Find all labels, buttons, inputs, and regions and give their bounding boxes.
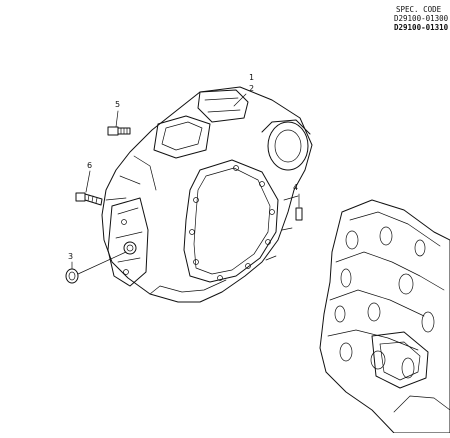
part-5-bolt (107, 110, 131, 136)
callout-6: 6 (87, 161, 92, 170)
callout-5: 5 (115, 100, 120, 109)
callout-1: 1 (249, 73, 254, 82)
part-1-2-leader (233, 93, 247, 107)
engine-block (319, 199, 450, 434)
part-4-pin (295, 193, 303, 221)
callout-4: 4 (293, 183, 298, 192)
spec-code-1: D29100-01300 (394, 14, 449, 23)
callout-3: 3 (68, 252, 73, 261)
spec-code-block: SPEC. CODE D29100-01300 D29100-01310 (394, 5, 449, 32)
flywheel-housing (101, 86, 313, 303)
part-6-bolt (75, 170, 103, 206)
spec-code-2: D29100-01310 (394, 23, 449, 32)
part-3-plug (65, 251, 127, 284)
spec-code-heading: SPEC. CODE (396, 5, 442, 14)
callout-2: 2 (249, 84, 254, 93)
